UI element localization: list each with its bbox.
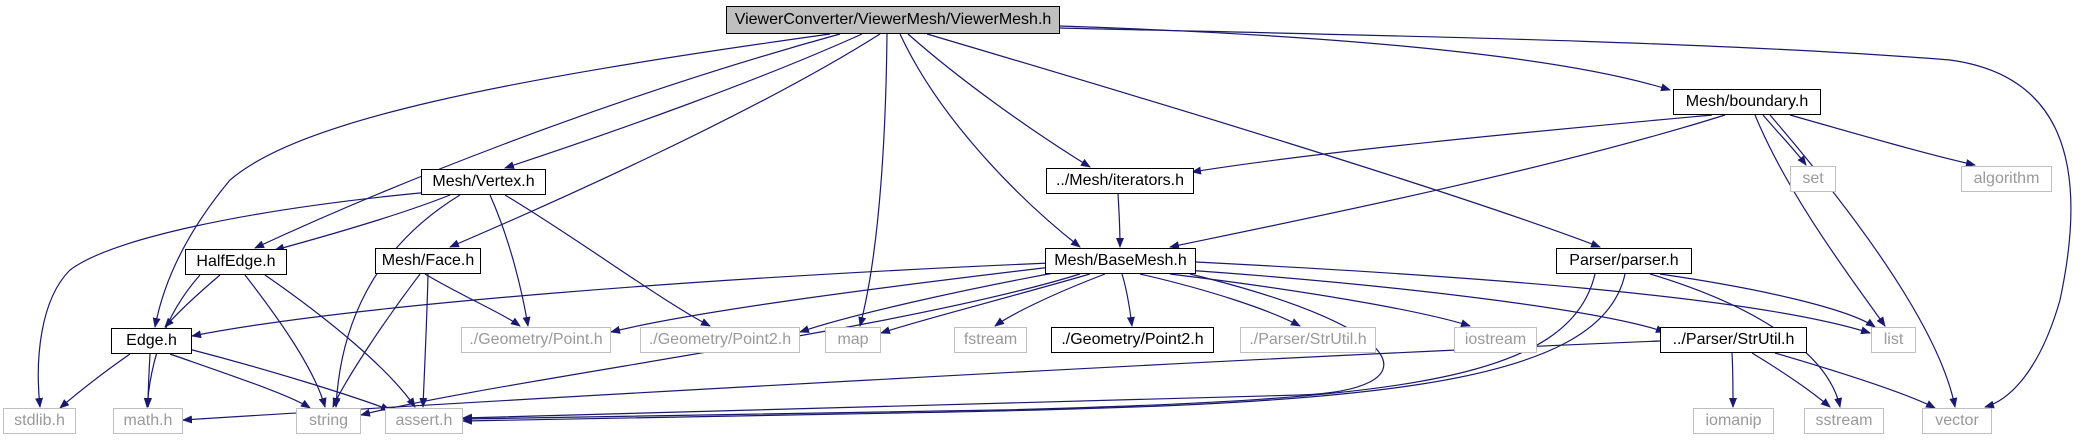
edge-basemesh-to-point [610,265,1061,334]
edge-vertex-to-point2 [504,194,711,327]
node-viewermesh-h[interactable]: ViewerConverter/ViewerMesh/ViewerMesh.h [726,6,1060,34]
node-edge-h[interactable]: Edge.h [111,328,192,354]
node-set[interactable]: set [1790,166,1836,192]
node-list[interactable]: list [1871,327,1916,353]
edge-halfedge-to-edge [164,274,221,328]
edge-basemesh-to-map [880,273,1091,334]
edge-root-to-map [858,33,888,327]
edge-strutil-to-sstream [1751,352,1831,408]
edge-iterators-to-basemesh [1115,193,1124,248]
edge-root-to-iterators [907,33,1091,168]
node-assert-h[interactable]: assert.h [385,408,463,434]
node-mesh-iterators-h[interactable]: ../Mesh/iterators.h [1046,168,1194,194]
edge-strutil-to-vector [1774,352,1936,409]
edge-edge-to-string [169,353,311,409]
node-mesh-boundary-h[interactable]: Mesh/boundary.h [1673,89,1821,115]
edge-basemesh-to-point2-doc [1121,273,1135,327]
node-stdlib-h[interactable]: stdlib.h [3,408,76,434]
edge-halfedge-to-assert [264,274,416,408]
edge-face-to-assert [419,273,429,408]
edge-boundary-to-list [1754,114,1886,327]
edge-strutil-to-iomanip [1728,352,1737,408]
node-map[interactable]: map [825,327,881,353]
node-vector[interactable]: vector [1922,408,1992,434]
edge-parser-to-assert-a [462,273,1596,423]
node-dotdot-parser-strutil-h[interactable]: ../Parser/StrUtil.h [1660,327,1807,353]
edge-boundary-to-iterators [1191,114,1713,175]
edge-edge-to-assert [184,347,391,411]
edge-vertex-to-halfedge [274,194,451,252]
edge-vertex-to-string [332,194,461,408]
edge-root-to-face [449,33,881,248]
node-algorithm[interactable]: algorithm [1961,166,2052,192]
edge-face-to-point [424,273,521,327]
edge-edge-to-math [144,353,153,408]
node-fstream[interactable]: fstream [954,327,1027,353]
edge-root-to-halfedge [254,33,841,249]
edge-boundary-to-basemesh [1169,114,1726,250]
node-mesh-face-h[interactable]: Mesh/Face.h [375,248,481,274]
edge-root-to-parser [926,33,1601,248]
node-parser-parser-h[interactable]: Parser/parser.h [1556,248,1692,274]
edge-parser-to-list [1659,273,1876,328]
node-sstream[interactable]: sstream [1804,408,1884,434]
edge-basemesh-to-point2 [799,269,1071,333]
node-mesh-vertex-h[interactable]: Mesh/Vertex.h [421,169,546,195]
edge-basemesh-to-edge [191,262,1051,339]
edge-basemesh-to-strutil [1184,269,1666,333]
node-geometry-point2-h-documented[interactable]: ./Geometry/Point2.h [1051,327,1214,353]
edge-vertex-to-stdlib [35,191,431,408]
edge-basemesh-to-parser-strutil [1139,273,1301,327]
edge-edge-to-stdlib [59,353,131,409]
edge-boundary-to-vector [1769,114,1958,408]
edge-halfedge-to-string [244,274,327,408]
edge-root-to-basemesh [899,33,1081,248]
node-geometry-point-h[interactable]: ./Geometry/Point.h [461,327,611,353]
node-iomanip[interactable]: iomanip [1693,408,1774,434]
edge-parser-to-assert-b [462,273,1626,425]
edge-root-to-vertex [504,33,863,169]
edge-root-to-edge [152,33,831,328]
edge-basemesh-to-fstream [994,273,1106,327]
edge-face-to-string [332,273,421,408]
node-math-h[interactable]: math.h [113,408,183,434]
node-iostream[interactable]: iostream [1454,327,1537,353]
edge-boundary-to-set [1762,114,1807,166]
edge-basemesh-to-iostream [1169,273,1471,328]
node-geometry-point2-h[interactable]: ./Geometry/Point2.h [640,327,800,353]
edge-root-to-vector [1059,27,2072,409]
node-mesh-basemesh-h[interactable]: Mesh/BaseMesh.h [1045,248,1196,274]
node-parser-strutil-h[interactable]: ./Parser/StrUtil.h [1240,327,1376,353]
edge-vertex-to-point [489,194,531,327]
node-halfedge-h[interactable]: HalfEdge.h [185,249,287,275]
edge-basemesh-to-list [1195,261,1871,335]
node-string[interactable]: string [296,408,361,434]
edge-boundary-to-algorithm [1789,114,1976,167]
